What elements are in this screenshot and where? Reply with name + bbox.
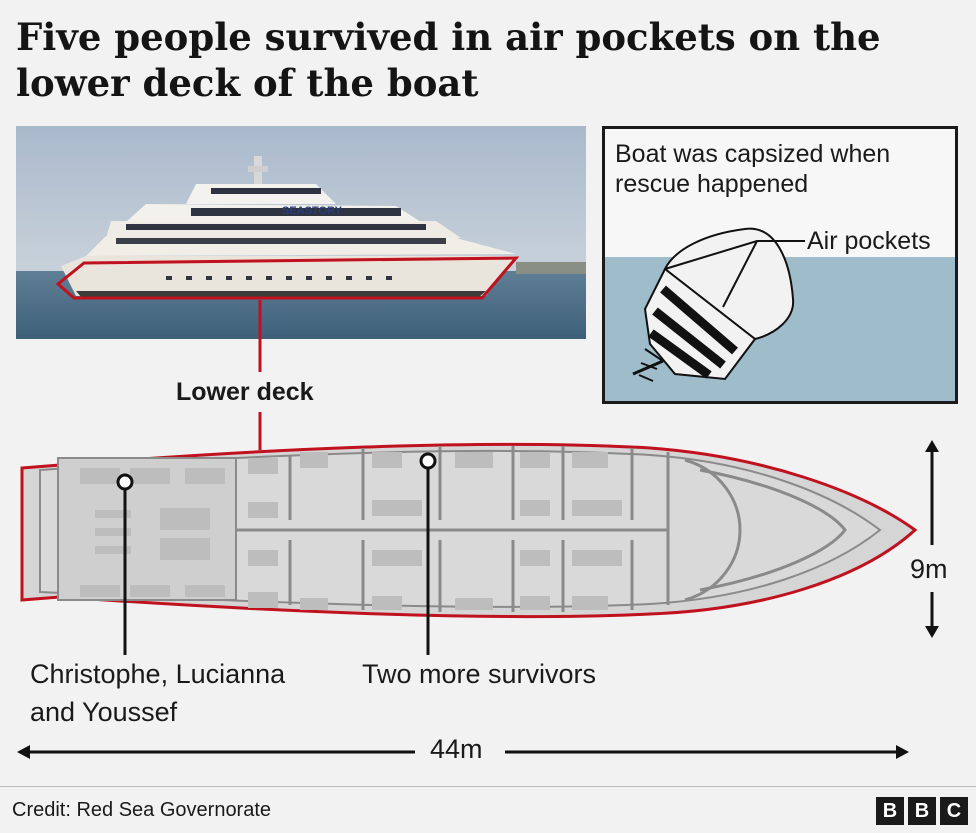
lower-deck-highlight xyxy=(55,256,520,300)
title-line-2: lower deck of the boat xyxy=(16,61,479,105)
width-dimension-label: 9m xyxy=(904,554,954,585)
ship-name-text: SEASTORY xyxy=(282,205,343,217)
capsized-illustration xyxy=(605,227,955,401)
survivor-group-1-line-1: Christophe, Lucianna xyxy=(30,659,286,689)
capsized-boat-icon xyxy=(632,267,757,382)
inset-caption-line-2: rescue happened xyxy=(615,170,809,198)
logo-letter-3: C xyxy=(940,797,968,825)
inset-caption-line-1: Boat was capsized when xyxy=(615,140,891,168)
credit-text: Credit: Red Sea Governorate xyxy=(12,799,272,821)
survivor-marker-1 xyxy=(116,473,134,491)
survivor-marker-2 xyxy=(419,452,437,470)
title-line-1: Five people survived in air pockets on t… xyxy=(16,15,881,59)
air-pockets-label: Air pockets xyxy=(807,227,931,255)
lower-deck-label: Lower deck xyxy=(176,378,314,406)
boat-photo: SEASTORY xyxy=(16,126,586,339)
length-dimension-label: 44m xyxy=(424,734,489,765)
logo-letter-2: B xyxy=(908,797,936,825)
bbc-logo: B B C xyxy=(876,797,968,825)
page-title: Five people survived in air pockets on t… xyxy=(16,14,956,106)
deck-plan xyxy=(17,300,939,759)
footer: Credit: Red Sea Governorate B B C xyxy=(0,786,976,833)
logo-letter-1: B xyxy=(876,797,904,825)
survivor-group-1-label: Christophe, Lucianna and Youssef xyxy=(30,655,285,731)
survivor-group-1-line-2: and Youssef xyxy=(30,697,178,727)
capsized-inset: Boat was capsized when rescue happened A… xyxy=(602,126,958,404)
survivor-group-2-label: Two more survivors xyxy=(362,659,597,689)
inset-caption: Boat was capsized when rescue happened xyxy=(615,139,955,199)
